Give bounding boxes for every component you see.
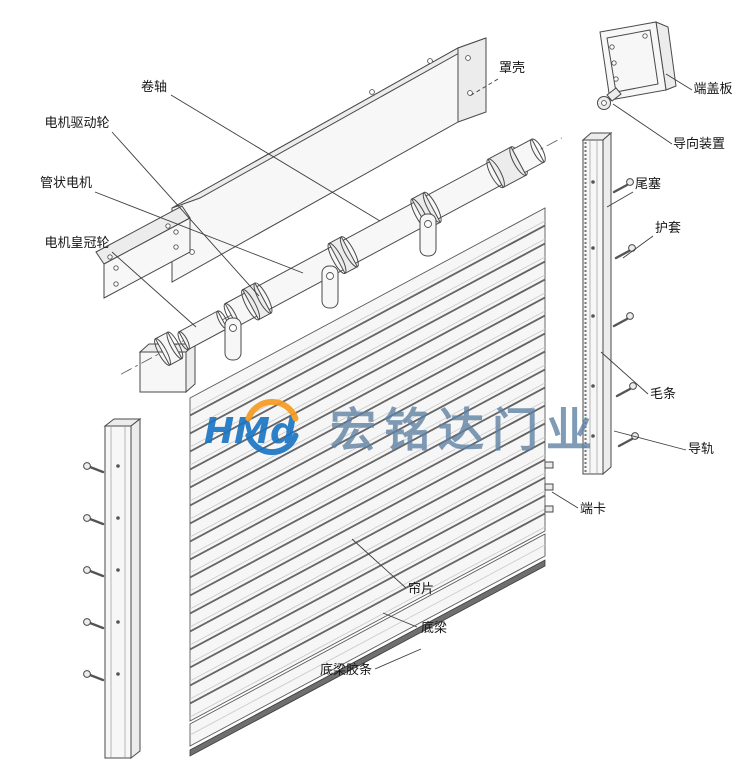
left-rail-side — [130, 417, 141, 760]
cover-housing — [171, 37, 487, 283]
leader-brush-strip — [600, 351, 649, 395]
label-motor-crown-wheel: 电机皇冠轮 — [44, 236, 109, 251]
label-end-clip: 端卡 — [580, 502, 606, 517]
label-protective-sleeve: 护套 — [655, 220, 681, 236]
pin-shaft-shape — [606, 87, 622, 102]
hanger-strap — [224, 317, 242, 361]
screw-icon — [83, 670, 105, 682]
leader-motor-crown-wheel — [111, 251, 197, 328]
bracket-hole-icon — [173, 244, 179, 250]
housing-screw-icon — [467, 90, 473, 96]
screw-icon — [83, 462, 105, 474]
leader-roller-shaft — [170, 94, 381, 222]
bracket-hole-icon — [113, 281, 119, 287]
right-guide-rail — [581, 131, 613, 476]
plate-hole-icon — [642, 33, 648, 39]
end-cover-plate — [599, 21, 677, 101]
leader-bottom-beam-rubber — [374, 648, 422, 670]
watermark-logo-blue-arc-icon — [245, 432, 299, 455]
shaft-end-head — [486, 138, 546, 189]
left-guide-rail — [103, 417, 142, 760]
shaft-collar — [327, 236, 359, 275]
left-rail-front — [104, 425, 132, 759]
screw-icon — [83, 514, 105, 526]
label-motor-drive-wheel: 电机驱动轮 — [44, 116, 109, 131]
plate-hole-icon — [609, 44, 615, 50]
screw-icon — [83, 618, 105, 630]
right-rail-side — [602, 131, 612, 476]
leader-curtain-slat — [351, 538, 407, 589]
box-side-face — [185, 342, 196, 394]
hanger-strap — [419, 213, 437, 257]
left-rail-screws — [83, 462, 105, 682]
label-guide-device: 导向装置 — [673, 136, 725, 152]
label-roller-shaft: 卷轴 — [141, 79, 167, 95]
end-clip-shape — [544, 505, 554, 513]
motor-bracket-plate — [95, 205, 191, 299]
pin-center — [601, 100, 607, 106]
anchor-pin-icon — [617, 432, 639, 448]
housing-screw-icon — [369, 89, 375, 95]
end-clip-shape — [544, 461, 554, 469]
label-bottom-beam: 底梁 — [421, 620, 447, 636]
plate-hole-icon — [611, 60, 617, 66]
motor-drive-wheel-shape — [241, 282, 273, 321]
watermark: HMd 宏铭达门业 — [204, 399, 600, 457]
leader-guide-device — [612, 103, 673, 145]
bottom-rubber-strip-shape — [189, 559, 546, 757]
plate-inner-border — [606, 29, 659, 93]
leader-tail-plug — [606, 191, 634, 208]
housing-end-face — [457, 37, 487, 123]
leader-motor-drive-wheel — [111, 131, 260, 297]
hanger-strap — [321, 265, 339, 309]
curtain-hangers — [224, 213, 437, 361]
bracket-hole-icon — [173, 229, 179, 235]
label-tail-plug: 尾塞 — [635, 176, 661, 192]
plate-hole-icon — [613, 76, 619, 82]
roller-shaft-assembly — [120, 137, 562, 375]
motor-crown-wheel-shape — [154, 331, 184, 366]
leader-lines — [94, 73, 693, 670]
bracket-hole-icon — [113, 265, 119, 271]
bracket-hole-icon — [165, 223, 171, 229]
anchor-pin-icon — [615, 382, 637, 398]
leader-tubular-motor — [94, 191, 304, 274]
guide-device-pin — [597, 87, 622, 110]
shaft-stub — [177, 310, 229, 351]
label-cover-housing: 罩壳 — [499, 61, 525, 76]
bracket-hole-icon — [107, 254, 113, 260]
housing-screw-icon — [427, 58, 433, 64]
right-rail-front — [582, 139, 604, 475]
labels: 卷轴 电机驱动轮 管状电机 电机皇冠轮 罩壳 端盖板 导向装置 尾塞 护套 毛条… — [40, 61, 733, 678]
end-clip-shape — [544, 483, 554, 491]
screw-icon — [83, 566, 105, 578]
anchor-pin-icon — [612, 312, 634, 328]
label-curtain-slat: 帘片 — [408, 581, 434, 597]
leader-end-cover-plate — [665, 73, 693, 91]
leader-end-clip — [551, 491, 579, 509]
leader-cover-housing — [467, 78, 499, 98]
label-end-cover-plate: 端盖板 — [693, 82, 732, 97]
label-guide-rail: 导轨 — [688, 442, 714, 457]
label-tubular-motor: 管状电机 — [40, 176, 92, 191]
leader-guide-rail — [613, 430, 687, 451]
leader-protective-sleeve — [622, 235, 654, 259]
curtain — [189, 207, 554, 757]
tail-plug-pin-icon — [612, 178, 634, 194]
housing-screw-icon — [465, 55, 471, 61]
watermark-logo-orange-arc-icon — [245, 399, 299, 422]
bracket-face — [103, 217, 191, 299]
watermark-company-text: 宏铭达门业 — [330, 403, 600, 457]
leader-bottom-beam — [382, 612, 418, 628]
label-brush-strip: 毛条 — [650, 386, 676, 402]
label-bottom-beam-rubber: 底梁胶条 — [320, 662, 372, 678]
right-side-pins — [612, 178, 639, 448]
